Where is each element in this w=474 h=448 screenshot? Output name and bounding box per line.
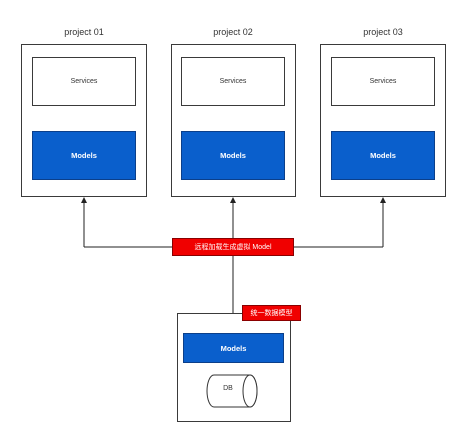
database-label: DB (223, 385, 233, 392)
models-box: Models (331, 131, 435, 180)
models-box: Models (181, 131, 285, 180)
database-icon (206, 374, 258, 408)
project-title: project 02 (213, 27, 253, 37)
services-box: Services (32, 57, 136, 106)
services-box: Services (181, 57, 285, 106)
models-box: Models (32, 131, 136, 180)
project-title: project 03 (363, 27, 403, 37)
remote-load-tag: 远程加载生成虚拟 Model (172, 238, 294, 256)
unified-model-tag: 统一数据模型 (242, 305, 301, 321)
project-title: project 01 (64, 27, 104, 37)
services-box: Services (331, 57, 435, 106)
central-models-box: Models (183, 333, 284, 363)
